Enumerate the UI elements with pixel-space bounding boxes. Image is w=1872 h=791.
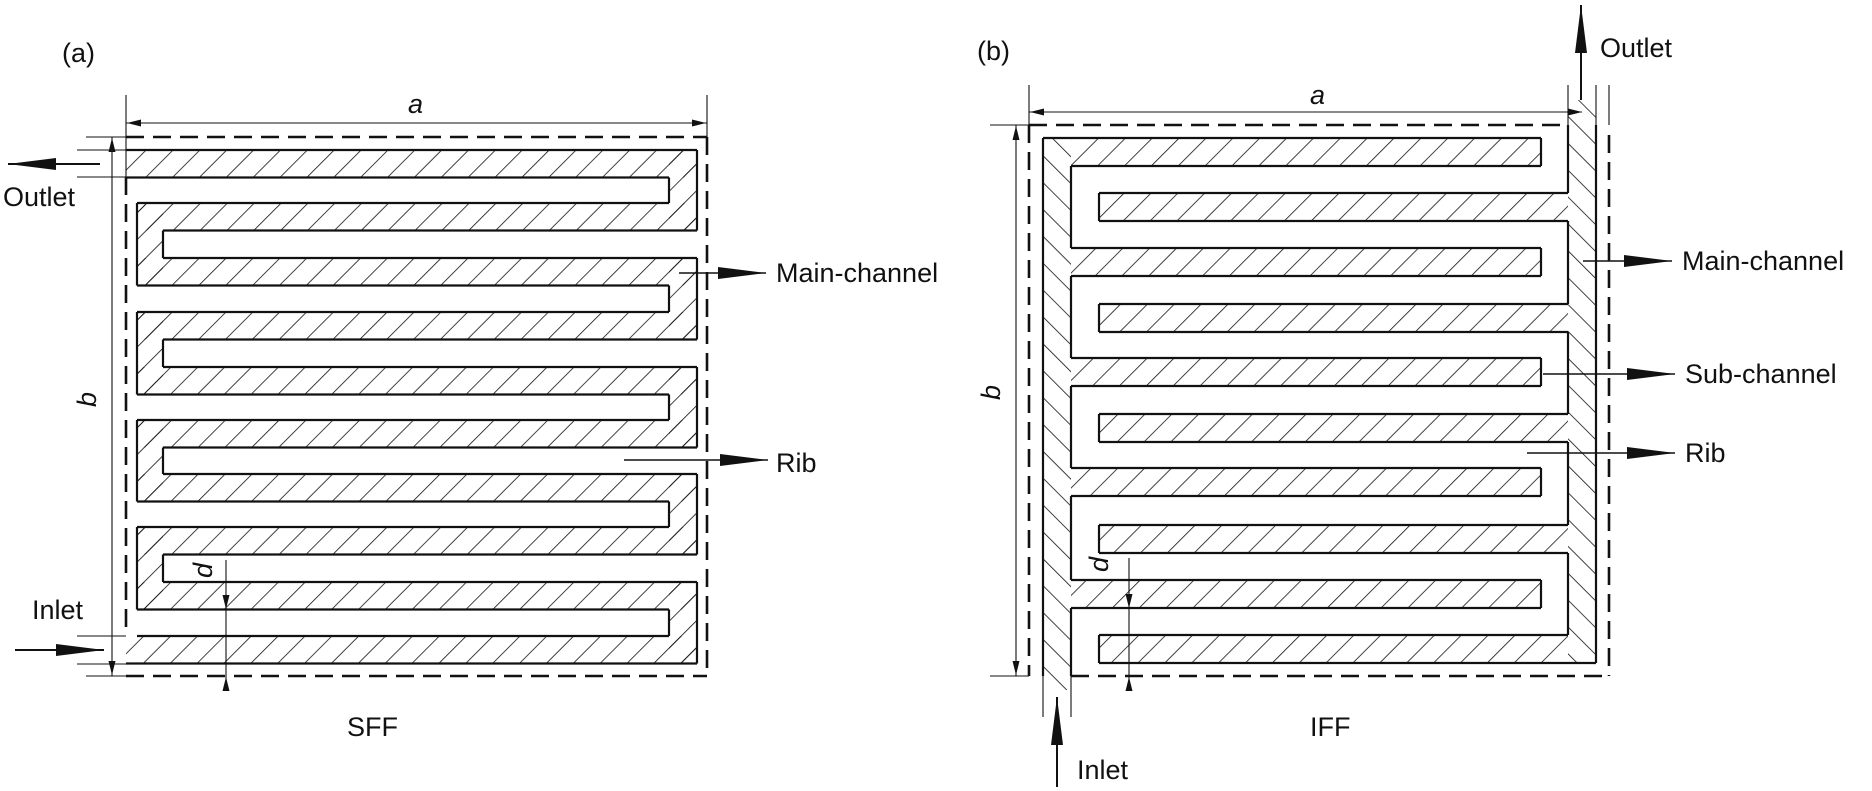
channel-segment	[137, 203, 697, 231]
channel-segment	[137, 527, 163, 610]
callout-arrow-main-channel-b-head	[1624, 255, 1672, 267]
dim-arrow	[108, 138, 116, 152]
sub-channel-right	[1099, 304, 1568, 332]
callout-rib-b: Rib	[1685, 438, 1726, 468]
callout-main-channel-a: Main-channel	[776, 258, 938, 288]
channel-segment	[137, 203, 163, 286]
dimension-lines	[990, 5, 1675, 787]
panel-iff: (b) a b d Outlet Inlet Main-channel Sub-…	[976, 5, 1844, 787]
channel-segment	[137, 420, 697, 448]
channel-segment	[669, 582, 697, 664]
channel-segment	[137, 367, 697, 395]
callout-arrow-main-channel-a-head	[718, 267, 766, 279]
channel-segment	[137, 312, 163, 395]
panel-tag-b: (b)	[977, 36, 1010, 66]
inlet-label-b: Inlet	[1077, 755, 1129, 785]
dimension-lines	[8, 95, 768, 691]
dim-arrow	[1030, 108, 1044, 116]
serpentine-channel	[126, 150, 697, 664]
interdigitated-channel	[1043, 100, 1596, 690]
channel-segment	[137, 258, 697, 286]
channel-segment	[126, 636, 697, 664]
sub-channel-left	[1071, 248, 1541, 276]
channel-segment	[669, 367, 697, 448]
channel-segment	[137, 420, 163, 502]
dim-label-a-height: b	[72, 392, 102, 407]
channel-segment	[137, 582, 697, 610]
main-channel-left	[1043, 138, 1071, 690]
channel-segment	[669, 258, 697, 340]
channel-segment	[137, 474, 697, 502]
dim-label-a-width: a	[408, 89, 423, 119]
channel-segment	[137, 527, 697, 555]
dim-arrow	[1012, 126, 1020, 140]
channel-segment	[669, 150, 697, 231]
caption-iff: IFF	[1310, 712, 1351, 742]
dim-arrow	[1568, 108, 1582, 116]
sub-channel-left	[1071, 580, 1541, 608]
panel-sff: (a) a b d Outlet Inlet Main-channel Rib …	[3, 38, 938, 742]
sub-channel-right	[1099, 525, 1568, 553]
dim-arrow	[1125, 677, 1133, 691]
callout-arrow-sub-channel-b-head	[1627, 368, 1675, 380]
sub-channel-left	[1071, 358, 1541, 386]
dim-arrow	[108, 661, 116, 675]
sub-channel-left	[1071, 468, 1541, 496]
dim-arrow	[692, 119, 706, 127]
inlet-arrow-a-head	[56, 644, 104, 656]
dim-label-a-channel: d	[188, 562, 218, 578]
caption-sff: SFF	[347, 712, 398, 742]
dim-arrow	[222, 677, 230, 691]
outlet-label-a: Outlet	[3, 182, 76, 212]
dim-arrow	[222, 595, 230, 609]
outlet-arrow-b-head	[1575, 5, 1587, 53]
callout-rib-a: Rib	[776, 448, 817, 478]
callout-arrow-rib-b-head	[1627, 447, 1675, 459]
dim-arrow	[127, 119, 141, 127]
inlet-label-a: Inlet	[32, 595, 84, 625]
dim-label-b-width: a	[1310, 80, 1325, 110]
outlet-arrow-a-head	[8, 158, 56, 170]
channel-segment	[126, 150, 697, 178]
sub-channel-right	[1099, 414, 1568, 442]
sub-channel-right	[1099, 193, 1568, 221]
channel-segment	[669, 474, 697, 555]
main-channel-right	[1568, 100, 1596, 663]
dim-label-b-channel: d	[1084, 556, 1114, 572]
callout-main-channel-b: Main-channel	[1682, 246, 1844, 276]
dim-arrow	[1012, 661, 1020, 675]
panel-tag-a: (a)	[62, 38, 95, 68]
dim-label-b-height: b	[976, 385, 1006, 400]
outlet-label-b: Outlet	[1600, 33, 1673, 63]
sub-channel-right	[1099, 635, 1568, 663]
sub-channel-left	[1071, 138, 1541, 166]
inlet-arrow-b-head	[1051, 697, 1063, 745]
callout-sub-channel-b: Sub-channel	[1685, 359, 1837, 389]
channel-segment	[137, 312, 697, 340]
dim-arrow	[1125, 594, 1133, 608]
callout-arrow-rib-a-head	[720, 454, 768, 466]
